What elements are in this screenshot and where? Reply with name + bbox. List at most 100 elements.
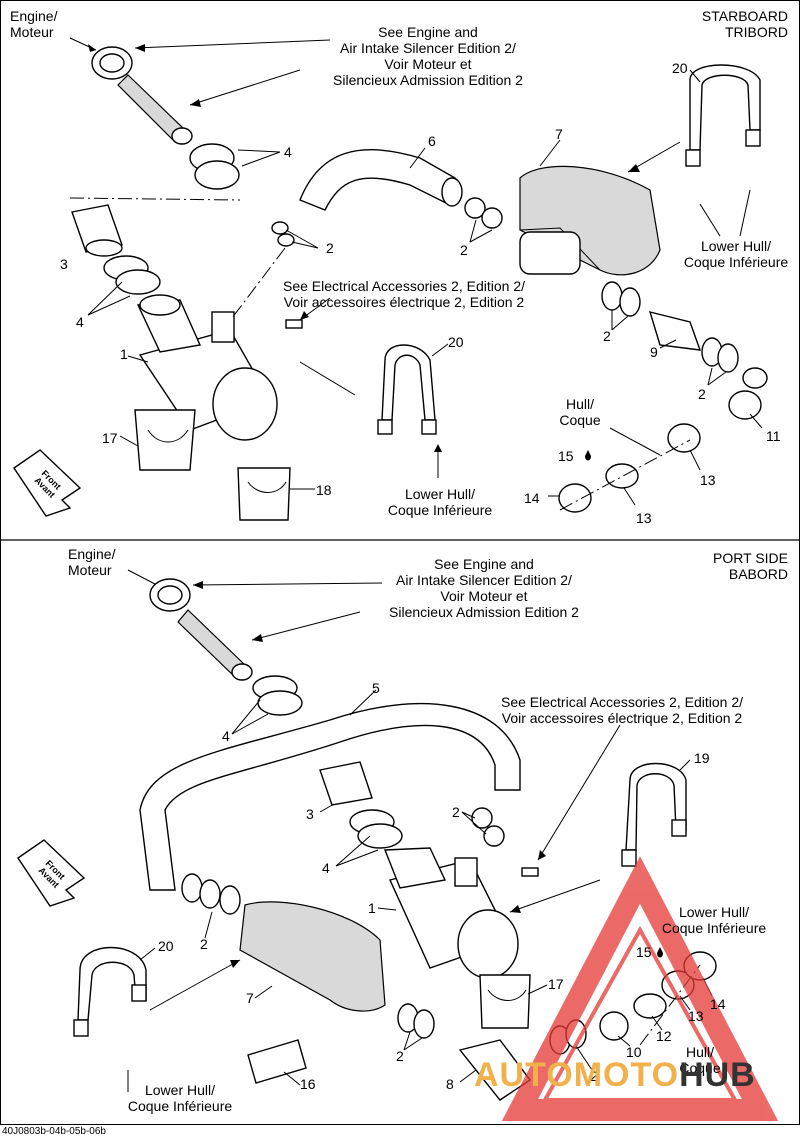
- water-box-7-port: [239, 901, 386, 1012]
- pipe-connector: [519, 231, 581, 275]
- callout-2: 2: [698, 386, 706, 402]
- sealant-drop-15-port: [657, 947, 663, 958]
- callout-4: 4: [222, 728, 230, 744]
- callout-2: 2: [200, 936, 208, 952]
- callout-1: 1: [120, 346, 128, 362]
- callout-12: 12: [656, 1028, 672, 1044]
- callout-2: 2: [590, 1068, 598, 1084]
- gasket-12: [633, 993, 667, 1019]
- port-section: [17, 569, 717, 1101]
- callout-4: 4: [284, 144, 292, 160]
- title-line1: PORT SIDE: [713, 550, 788, 566]
- callout-14: 14: [710, 996, 726, 1012]
- front-arrow-starboard: [13, 449, 82, 517]
- strap-20-mid: [377, 344, 437, 435]
- callout-2: 2: [396, 1048, 404, 1064]
- watermark-text: AUTOMOTOHUB: [474, 1056, 756, 1095]
- note-line: Silencieux Admission Edition 2: [333, 72, 523, 88]
- note-line: See Electrical Accessories 2, Edition 2/: [282, 278, 526, 294]
- support-17-port: [479, 974, 531, 1029]
- ring-13a: [667, 423, 701, 453]
- muffler-1-port: [383, 847, 519, 979]
- watermark-text-part2: HUB: [679, 1056, 756, 1094]
- temp-sensor-starboard: [285, 319, 303, 329]
- callout-1: 1: [368, 900, 376, 916]
- hose-9: [648, 311, 702, 351]
- engine-label-port: Engine/ Moteur: [68, 546, 115, 578]
- title-line2: TRIBORD: [725, 24, 788, 40]
- engine-label-line2: Moteur: [10, 24, 54, 40]
- engine-outlet-clamp: [91, 46, 193, 145]
- lower-hull-label-starboard-mid: Lower Hull/ Coque Inférieure: [388, 486, 492, 518]
- strap-20-top: [685, 64, 761, 167]
- callout-13: 13: [636, 510, 652, 526]
- see-engine-note-port: See Engine and Air Intake Silencer Editi…: [389, 556, 579, 620]
- title-line1: STARBOARD: [701, 8, 788, 24]
- port-title: PORT SIDE BABORD: [713, 550, 788, 582]
- see-electrical-note-port: See Electrical Accessories 2, Edition 2/…: [501, 694, 743, 726]
- front-arrow-port: [17, 839, 86, 907]
- note-line: See Engine and: [378, 24, 478, 40]
- block-16: [247, 1039, 307, 1084]
- callout-2: 2: [603, 328, 611, 344]
- label-line: Coque Inférieure: [683, 254, 789, 270]
- water-box-7: [519, 165, 661, 276]
- callout-18: 18: [316, 482, 332, 498]
- strap-19: [621, 762, 687, 867]
- label-line: Coque Inférieure: [387, 502, 493, 518]
- label-line: Coque Inférieure: [661, 920, 767, 936]
- sealant-drop-15: [585, 450, 591, 461]
- callout-3: 3: [60, 256, 68, 272]
- callout-20: 20: [672, 60, 688, 76]
- see-electrical-note-starboard: See Electrical Accessories 2, Edition 2/…: [283, 278, 525, 310]
- drawing-reference: 40J0803b-04b-05b-06b: [2, 1126, 106, 1137]
- label-line: Lower Hull/: [404, 486, 476, 502]
- engine-outlet-clamp-port: [149, 578, 253, 681]
- note-line: Voir accessoires électrique 2, Edition 2: [283, 294, 525, 310]
- label-line: Coque: [559, 412, 601, 428]
- support-18: [237, 467, 291, 521]
- label-line: Lower Hull/: [144, 1082, 216, 1098]
- callout-6: 6: [428, 133, 436, 149]
- hull-label-port: Hull/ Coque: [679, 1044, 720, 1076]
- callout-15: 15: [636, 944, 652, 960]
- callout-17: 17: [102, 430, 118, 446]
- see-engine-note-starboard: See Engine and Air Intake Silencer Editi…: [333, 24, 523, 88]
- callout-17: 17: [548, 976, 564, 992]
- starboard-title: STARBOARD TRIBORD: [702, 8, 788, 40]
- label-line: Lower Hull/: [678, 904, 750, 920]
- callout-13: 13: [700, 472, 716, 488]
- watermark-logo: [501, 856, 779, 1121]
- clamps-4-top: [189, 143, 240, 190]
- engine-label-line1: Engine/: [68, 546, 116, 562]
- callout-5: 5: [372, 680, 380, 696]
- outlet-11: [728, 367, 768, 420]
- hose-5: [139, 702, 521, 891]
- callout-14: 14: [524, 490, 540, 506]
- note-line: Silencieux Admission Edition 2: [389, 604, 579, 620]
- callout-20: 20: [448, 334, 464, 350]
- note-line: Voir accessoires électrique 2, Edition 2: [501, 710, 743, 726]
- label-line: Hull/: [565, 396, 595, 412]
- pipe-10: [599, 1011, 629, 1041]
- lower-hull-label-port-right: Lower Hull/ Coque Inférieure: [662, 904, 766, 936]
- label-line: Lower Hull/: [700, 238, 772, 254]
- callout-16: 16: [300, 1076, 316, 1092]
- note-line: Air Intake Silencer Edition 2/: [340, 40, 516, 56]
- muffler-1: [136, 294, 278, 441]
- strap-20-port: [73, 946, 147, 1037]
- label-line: Coque Inférieure: [127, 1098, 233, 1114]
- hull-label-starboard: Hull/ Coque: [559, 396, 600, 428]
- callout-15: 15: [558, 448, 574, 464]
- callout-2: 2: [452, 804, 460, 820]
- engine-label-starboard: Engine/ Moteur: [10, 8, 57, 40]
- temp-sensor-port: [521, 867, 539, 877]
- watermark-text-part1: AUTOMOTO: [474, 1056, 680, 1094]
- callout-19: 19: [694, 750, 710, 766]
- callout-20: 20: [158, 938, 174, 954]
- hose-6: [299, 148, 463, 211]
- callout-10: 10: [626, 1044, 642, 1060]
- callout-4: 4: [322, 860, 330, 876]
- starboard-section: [13, 37, 768, 521]
